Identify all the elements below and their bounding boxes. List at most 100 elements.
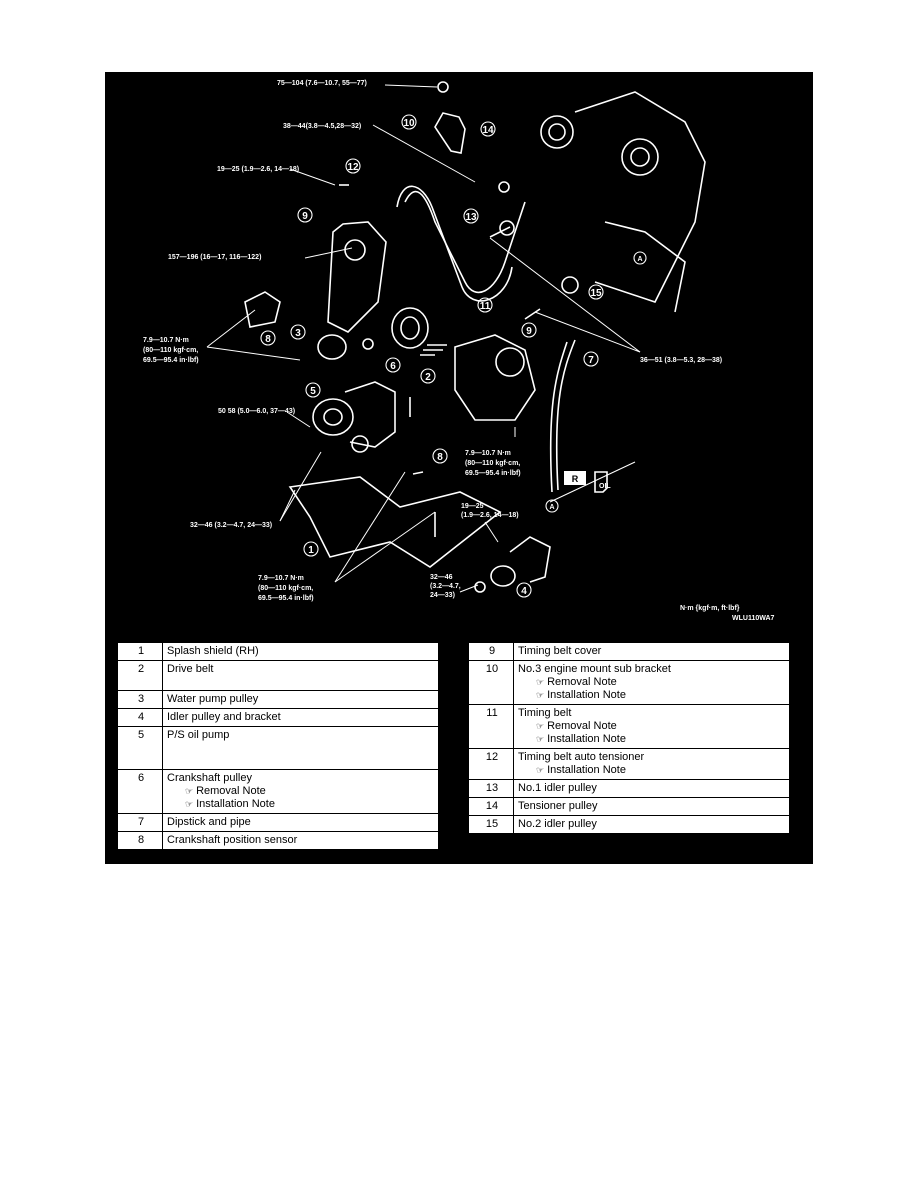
torque-label: 38—44(3.8—4.5,28—32)	[283, 123, 361, 130]
note-pointer-icon: ☞	[185, 799, 194, 809]
svg-text:9: 9	[302, 211, 308, 222]
svg-text:12: 12	[347, 162, 359, 173]
torque-label: 19—25	[461, 503, 484, 510]
torque-label: 69.5—95.4 in·lbf)	[465, 470, 521, 477]
engine-artwork	[244, 81, 706, 593]
table-cell: Timing belt cover	[513, 642, 790, 661]
callout-2: 2	[420, 368, 436, 384]
torque-label: 7.9—10.7 N·m	[465, 450, 511, 457]
svg-text:8: 8	[437, 452, 443, 463]
table-row: 11 Timing belt ☞Removal Note ☞Installati…	[468, 704, 790, 749]
callout-14: 14	[480, 121, 496, 137]
svg-text:1: 1	[308, 545, 314, 556]
table-cell: Drive belt	[162, 660, 439, 691]
table-cell: Splash shield (RH)	[162, 642, 439, 661]
ref-a-top: A	[637, 256, 642, 263]
torque-label: 75—104 (7.6—10.7, 55—77)	[277, 80, 367, 87]
torque-label: (80—110 kgf·cm,	[465, 460, 520, 467]
callout-7: 7	[583, 351, 599, 367]
torque-label: 36—51 (3.8—5.3, 28—38)	[640, 357, 722, 364]
torque-label: 69.5—95.4 in·lbf)	[143, 357, 199, 364]
torque-label: 32—46 (3.2—4.7, 24—33)	[190, 522, 272, 529]
svg-text:15: 15	[590, 288, 602, 299]
torque-label: 24—33)	[430, 592, 455, 599]
table-row: 10 No.3 engine mount sub bracket ☞Remova…	[468, 660, 790, 705]
note-pointer-icon: ☞	[536, 677, 545, 687]
table-cell: 12	[468, 748, 514, 780]
table-cell: Timing belt ☞Removal Note ☞Installation …	[513, 704, 790, 749]
callout-9b: 9	[521, 322, 537, 338]
callout-9: 9	[297, 207, 313, 223]
table-cell: 14	[468, 797, 514, 816]
ref-a-bottom: A	[549, 504, 554, 511]
torque-label: 32—46	[430, 574, 453, 581]
table-cell: 8	[117, 831, 163, 850]
table-cell: 4	[117, 708, 163, 727]
callout-13: 13	[463, 208, 479, 224]
callouts: 1 2 3 4 5 6 7 8 8 9 9 10 11 12 13 14 15	[260, 114, 604, 598]
svg-text:13: 13	[465, 212, 477, 223]
callout-1: 1	[303, 541, 319, 557]
torque-label: (80—110 kgf·cm,	[143, 347, 198, 354]
table-cell: 9	[468, 642, 514, 661]
callout-12: 12	[345, 158, 361, 174]
oil-label: OIL	[599, 483, 611, 490]
torque-label: 50 58 (5.0—6.0, 37—43)	[218, 408, 295, 415]
ref-markers: A A R OIL	[545, 251, 647, 513]
table-cell: 15	[468, 815, 514, 834]
callout-10: 10	[401, 114, 417, 130]
table-cell: Crankshaft pulley ☞Removal Note ☞Install…	[162, 769, 439, 814]
note-pointer-icon: ☞	[185, 786, 194, 796]
callout-8b: 8	[432, 448, 448, 464]
table-cell: No.2 idler pulley	[513, 815, 790, 834]
callout-4: 4	[516, 582, 532, 598]
table-cell: 13	[468, 779, 514, 798]
callout-15: 15	[588, 284, 604, 300]
table-cell: 11	[468, 704, 514, 749]
table-cell: P/S oil pump	[162, 726, 439, 770]
torque-label: (3.2—4.7,	[430, 583, 461, 590]
svg-text:10: 10	[403, 118, 415, 129]
leader-lines	[206, 84, 641, 593]
svg-text:6: 6	[390, 361, 396, 372]
callout-8: 8	[260, 330, 276, 346]
torque-label: (1.9—2.6, 14—18)	[461, 512, 519, 519]
callout-3: 3	[290, 324, 306, 340]
table-cell: 3	[117, 690, 163, 709]
table-cell: Dipstick and pipe	[162, 813, 439, 832]
torque-label: 157—196 (16—17, 116—122)	[168, 254, 261, 261]
table-cell: Timing belt auto tensioner ☞Installation…	[513, 748, 790, 780]
torque-label: 7.9—10.7 N·m	[258, 575, 304, 582]
torque-labels: 75—104 (7.6—10.7, 55—77) 38—44(3.8—4.5,2…	[143, 80, 775, 622]
table-cell: Crankshaft position sensor	[162, 831, 439, 850]
note-pointer-icon: ☞	[536, 721, 545, 731]
table-cell: 6	[117, 769, 163, 814]
r-box	[564, 471, 586, 485]
table-cell: No.3 engine mount sub bracket ☞Removal N…	[513, 660, 790, 705]
svg-text:5: 5	[310, 386, 316, 397]
callout-11: 11	[477, 297, 493, 313]
svg-text:7: 7	[588, 355, 594, 366]
r-box-label: R	[572, 474, 579, 484]
table-row: 12 Timing belt auto tensioner ☞Installat…	[468, 748, 790, 780]
callout-6: 6	[385, 357, 401, 373]
figure-code: WLU110WA7	[732, 615, 775, 622]
table-cell: No.1 idler pulley	[513, 779, 790, 798]
table-cell: 2	[117, 660, 163, 691]
table-cell: 7	[117, 813, 163, 832]
exploded-view-diagram: 1 2 3 4 5 6 7 8 8 9 9 10 11 12 13 14 15 …	[143, 80, 775, 622]
note-pointer-icon: ☞	[536, 690, 545, 700]
table-cell: Water pump pulley	[162, 690, 439, 709]
svg-text:14: 14	[482, 125, 494, 136]
callout-5: 5	[305, 382, 321, 398]
